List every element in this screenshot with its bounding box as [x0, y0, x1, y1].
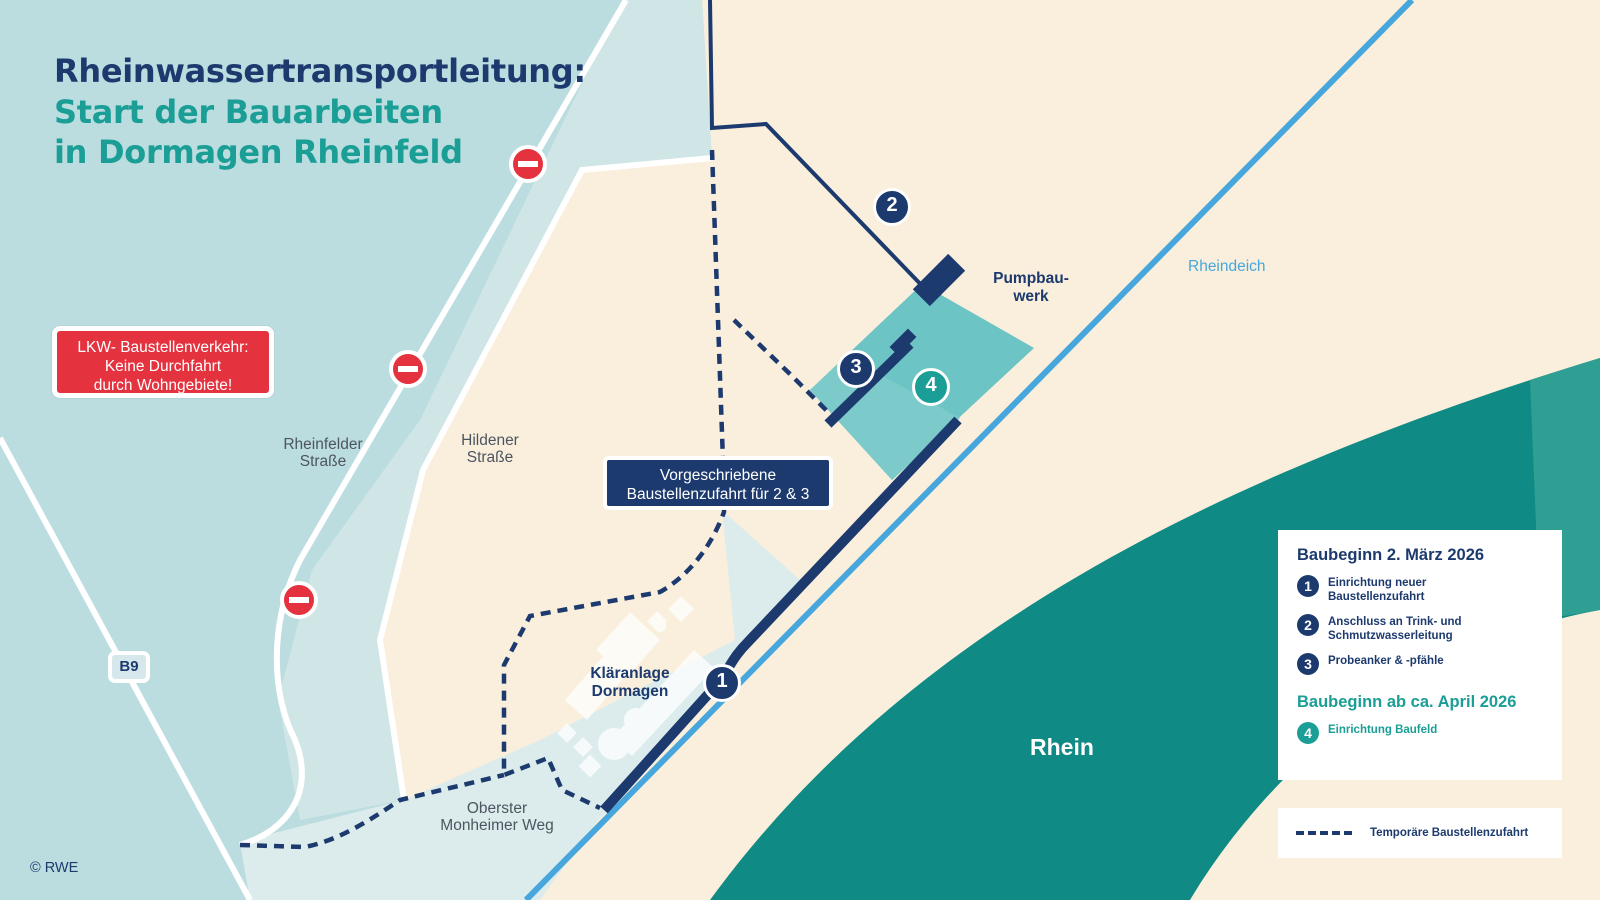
legend-dash-label: Temporäre Baustellenzufahrt [1370, 827, 1529, 839]
title-subtitle: Start der Bauarbeiten in Dormagen Rheinf… [54, 92, 463, 172]
label-hildener-1: Hildener [461, 432, 519, 449]
b9-road-sign: B9 [108, 651, 150, 683]
marker-2: 2 [873, 188, 911, 226]
title-line-1: Rheinwassertransportleitung: [54, 52, 586, 90]
title-line-2: Start der Bauarbeiten [54, 93, 443, 131]
legend-text-2: Anschluss an Trink- und Schmutzwasserlei… [1328, 616, 1462, 642]
warning-line-1: LKW- Baustellenverkehr: [77, 339, 249, 356]
copyright: © RWE [30, 860, 79, 876]
legend-heading-1: Baubeginn 2. März 2026 [1297, 546, 1485, 564]
route-box-line-1: Vorgeschriebene [659, 467, 777, 484]
label-hildener-strasse: Hildener Straße [448, 432, 532, 466]
legend-item-4: 4 Einrichtung Baufeld [1297, 722, 1562, 744]
legend-dashed-route: Temporäre Baustellenzufahrt [1278, 808, 1562, 858]
pump-structure [912, 253, 966, 307]
marker-1: 1 [703, 664, 741, 702]
legend-text-4: Einrichtung Baufeld [1328, 724, 1438, 736]
route-box-line-2: Baustellenzufahrt für 2 & 3 [626, 486, 810, 503]
label-klaeranlage-2: Dormagen [591, 683, 669, 700]
label-pumpbauwerk-1: Pumpbau- [993, 270, 1069, 287]
legend-panel: Baubeginn 2. März 2026 1 Einrichtung neu… [1278, 530, 1562, 780]
legend-num-2: 2 [1297, 614, 1319, 636]
label-oberster-2: Monheimer Weg [440, 817, 554, 834]
hildener-strasse-road [376, 155, 713, 801]
dashed-line-symbol [1296, 831, 1352, 835]
legend-text-1: Einrichtung neuer Baustellenzufahrt [1328, 577, 1427, 603]
no-entry-sign-3 [280, 581, 318, 619]
rhine-river [710, 358, 1600, 900]
hildener-area [380, 158, 800, 800]
label-klaeranlage: Kläranlage Dormagen [575, 665, 685, 701]
label-pumpbauwerk-2: werk [1013, 288, 1049, 305]
label-rhein: Rhein [1030, 734, 1094, 760]
legend-num-1: 1 [1297, 575, 1319, 597]
marker-3: 3 [837, 350, 875, 388]
pipeline-2 [708, 0, 932, 296]
label-oberster-1: Oberster [466, 800, 528, 817]
legend-item-1: 1 Einrichtung neuer Baustellenzufahrt [1297, 575, 1562, 604]
title-line-3: in Dormagen Rheinfeld [54, 133, 463, 171]
label-rheinfelder-1: Rheinfelder [283, 436, 363, 453]
legend-num-3: 3 [1297, 653, 1319, 675]
label-klaeranlage-1: Kläranlage [590, 665, 670, 682]
warning-line-3: durch Wohngebiete! [93, 377, 233, 394]
rheindeich-line [523, 0, 1415, 900]
probeanker-bar [824, 340, 914, 428]
no-entry-sign-1 [509, 145, 547, 183]
klaeranlage-area-lower [240, 800, 598, 900]
probeanker-end [889, 328, 917, 356]
temporary-access-routes [239, 149, 830, 850]
legend-text-3: Probeanker & -pfähle [1328, 655, 1444, 667]
baufeld-area-inner [810, 356, 960, 480]
legend-num-4: 4 [1297, 722, 1319, 744]
label-rheinfelder-2: Straße [299, 453, 347, 470]
label-rheinfelder-strasse: Rheinfelder Straße [268, 436, 378, 470]
legend-item-3: 3 Probeanker & -pfähle [1297, 653, 1562, 675]
truck-warning-box: LKW- Baustellenverkehr: Keine Durchfahrt… [52, 326, 274, 398]
no-entry-sign-2 [389, 350, 427, 388]
marker-4: 4 [912, 368, 950, 406]
legend-heading-2: Baubeginn ab ca. April 2026 [1297, 693, 1517, 711]
legend-item-2: 2 Anschluss an Trink- und Schmutzwasserl… [1297, 614, 1562, 643]
klaeranlage-buildings [557, 596, 714, 778]
warning-line-2: Keine Durchfahrt [104, 358, 222, 375]
label-hildener-2: Straße [466, 449, 514, 466]
prescribed-access-box: Vorgeschriebene Baustellenzufahrt für 2 … [603, 456, 833, 510]
label-oberster-monheimer-weg: Oberster Monheimer Weg [432, 800, 562, 834]
label-rheindeich: Rheindeich [1188, 258, 1266, 275]
label-pumpbauwerk: Pumpbau- werk [976, 270, 1086, 306]
